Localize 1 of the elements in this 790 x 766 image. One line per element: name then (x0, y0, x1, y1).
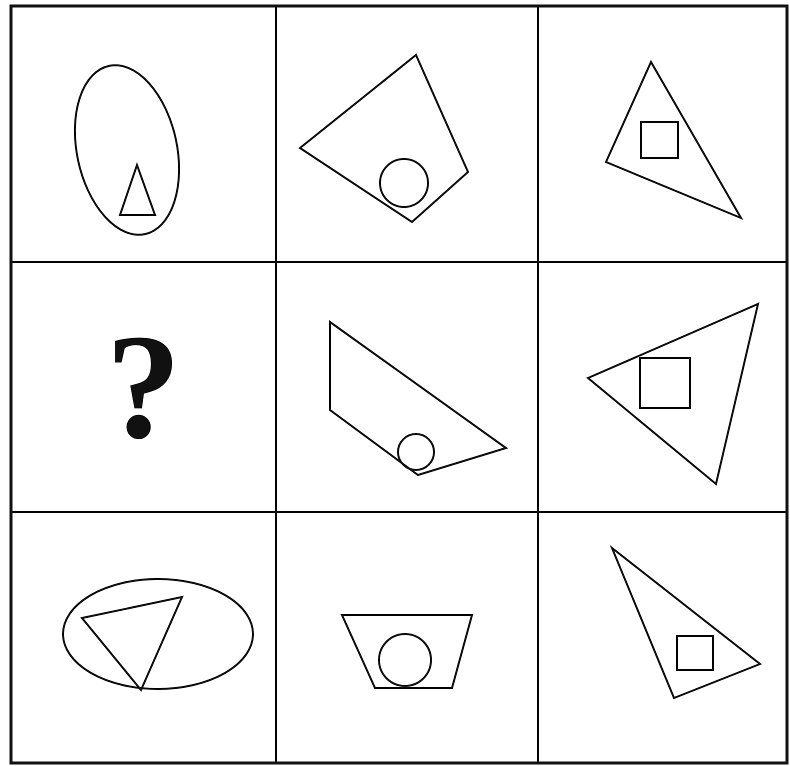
question-mark: ? (106, 312, 181, 462)
